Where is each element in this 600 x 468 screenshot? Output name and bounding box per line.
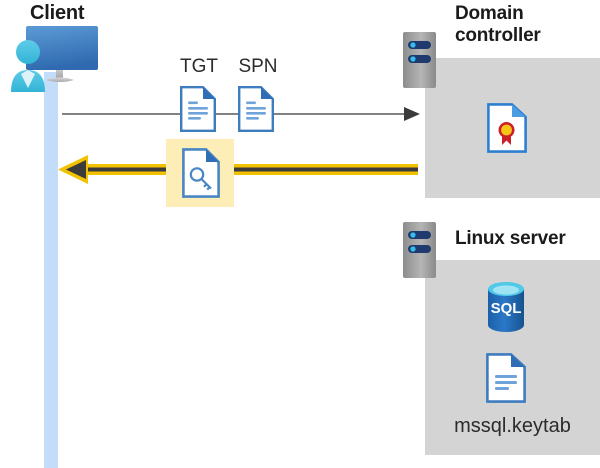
tgt-label: TGT <box>180 56 218 77</box>
response-arrow-to-client <box>58 155 418 185</box>
sql-database-icon: SQL <box>483 280 529 334</box>
tgt-document-icon <box>180 86 216 132</box>
sql-label: SQL <box>491 300 522 317</box>
request-arrow-to-domain-controller <box>62 104 420 124</box>
linux-server-title: Linux server <box>455 228 566 249</box>
keytab-filename-label: mssql.keytab <box>454 415 571 437</box>
client-user-monitor-icon <box>8 24 112 92</box>
linux-server-rack-icon <box>403 222 436 278</box>
domain-controller-title: Domain controller <box>455 3 541 46</box>
spn-document-icon <box>238 86 274 132</box>
client-title: Client <box>30 2 85 24</box>
certificate-document-icon <box>487 103 527 153</box>
spn-label: SPN <box>238 56 278 77</box>
service-ticket-key-document-icon <box>182 148 220 198</box>
keytab-document-icon <box>486 353 526 403</box>
client-lifeline-bar <box>44 72 58 468</box>
domain-controller-server-rack-icon <box>403 32 436 88</box>
